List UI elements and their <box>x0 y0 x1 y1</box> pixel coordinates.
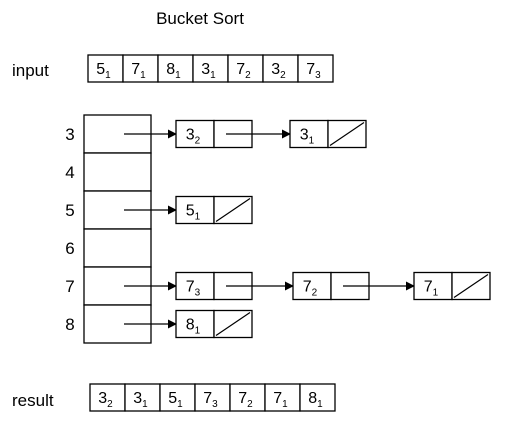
bucket-index-label: 8 <box>65 315 74 334</box>
bucket-index-label: 5 <box>65 201 74 220</box>
input-value: 71 <box>131 61 146 81</box>
input-cell <box>192 54 229 83</box>
list-node-value-cell <box>175 119 215 149</box>
result-cell <box>264 383 301 412</box>
result-value: 31 <box>133 390 148 410</box>
null-pointer-slash <box>215 198 251 222</box>
list-node-value-cell <box>175 195 215 225</box>
bucket-index-label: 6 <box>65 239 74 258</box>
result-value: 73 <box>203 390 218 410</box>
input-value: 73 <box>306 61 321 81</box>
input-value: 31 <box>201 61 216 81</box>
null-pointer-slash <box>453 274 489 298</box>
list-node-value-cell <box>175 309 215 339</box>
list-node-value-cell <box>413 271 453 301</box>
input-value: 51 <box>96 61 111 81</box>
bucket-index-label: 4 <box>65 163 74 182</box>
input-cell <box>297 54 334 83</box>
list-node-value: 73 <box>186 279 201 299</box>
result-value: 72 <box>238 390 253 410</box>
bucket-slot <box>83 152 152 192</box>
list-node-value: 81 <box>186 317 201 337</box>
null-pointer-slash <box>329 122 365 146</box>
result-cell <box>89 383 126 412</box>
bucket-lists: 32 31 51 73 72 71 81 <box>124 119 491 339</box>
result-array: 32 31 51 73 72 71 81 <box>89 383 336 412</box>
result-value: 81 <box>308 390 323 410</box>
input-cell <box>227 54 264 83</box>
bucket-slot <box>83 228 152 268</box>
list-node-value: 51 <box>186 203 201 223</box>
input-cell <box>87 54 124 83</box>
result-cell <box>299 383 336 412</box>
bucket-index-label: 7 <box>65 277 74 296</box>
result-cell <box>124 383 161 412</box>
list-node-value: 32 <box>186 127 201 147</box>
bucket-array: 3 4 5 6 7 8 <box>65 114 152 344</box>
input-value: 32 <box>271 61 286 81</box>
null-pointer-slash <box>215 312 251 336</box>
result-value: 51 <box>168 390 183 410</box>
input-label: input <box>12 61 49 80</box>
diagram-title: Bucket Sort <box>156 9 244 28</box>
input-value: 81 <box>166 61 181 81</box>
result-value: 32 <box>98 390 113 410</box>
list-node-value-cell <box>289 119 329 149</box>
list-node-value: 72 <box>303 279 318 299</box>
result-value: 71 <box>273 390 288 410</box>
result-label: result <box>12 391 54 410</box>
list-node-value: 31 <box>300 127 315 147</box>
input-value: 72 <box>236 61 251 81</box>
input-cell <box>262 54 299 83</box>
list-node-value: 71 <box>424 279 439 299</box>
input-array: 51 71 81 31 72 32 73 <box>87 54 334 83</box>
bucket-index-label: 3 <box>65 125 74 144</box>
result-cell <box>229 383 266 412</box>
